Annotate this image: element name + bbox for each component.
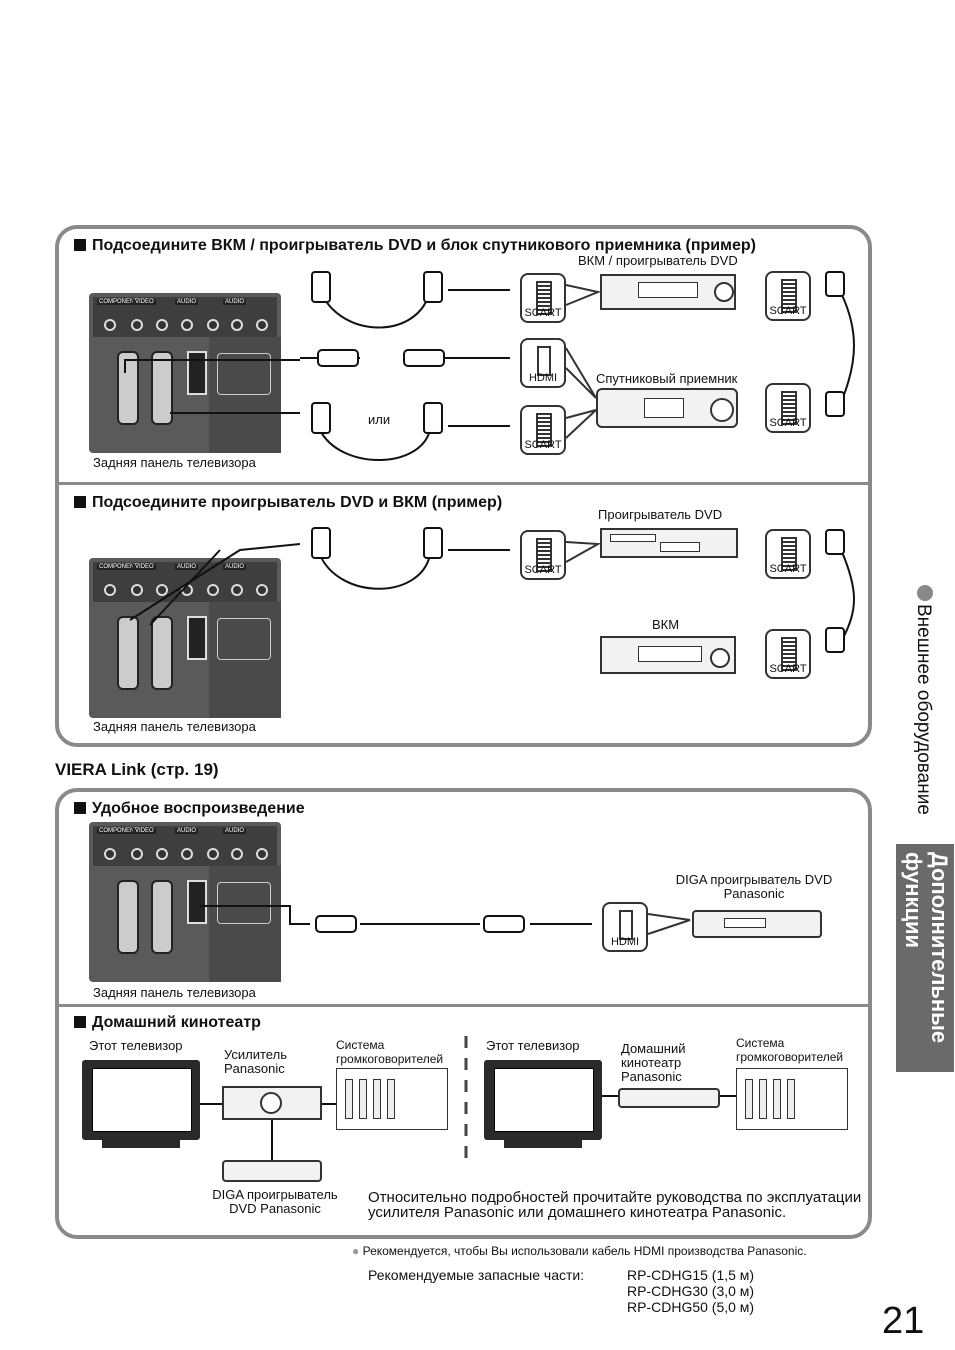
recommend-note: ● Рекомендуется, чтобы Вы использовали к…: [352, 1244, 807, 1258]
scart-zoom-sat: SCART: [765, 383, 811, 433]
section2-heading: Подсоедините проигрыватель DVD и ВКМ (пр…: [74, 494, 502, 512]
jack-y: [104, 319, 116, 331]
diga-dvd-device: [692, 910, 822, 938]
hdmi-zoom-diga: HDMI: [602, 902, 648, 952]
diga-device-bottom: [222, 1160, 322, 1182]
parts-label: Рекомендуемые запасные части:: [368, 1267, 585, 1283]
connection-box-bottom: [55, 788, 872, 1239]
dvd-label: Проигрыватель DVD: [598, 507, 723, 522]
hdmi-port: [187, 351, 207, 395]
home-theater-label: Домашний кинотеатр Panasonic: [621, 1041, 686, 1084]
hdmi-zoom-1: HDMI: [520, 338, 566, 388]
tv-back-label-1: Задняя панель телевизора: [93, 455, 256, 470]
scart-av1: [117, 351, 139, 425]
bullet-icon: ●: [352, 1244, 360, 1258]
tv-back-panel-1: COMPONENT VIDEO AUDIO AUDIO: [89, 293, 281, 453]
scart-zoom-vcr: SCART: [765, 271, 811, 321]
square-bullet-icon: [74, 1016, 86, 1028]
scart-av2: [151, 351, 173, 425]
scart-zoom-1: SCART: [520, 273, 566, 323]
tv-back-panel-3: COMPONENT VIDEO AUDIO AUDIO: [89, 822, 281, 982]
diga-bottom-label: DIGA проигрыватель DVD Panasonic: [212, 1187, 338, 1216]
speakers-label-left: Система громкоговорителей: [336, 1038, 444, 1066]
amp-label: Усилитель Panasonic: [224, 1047, 287, 1076]
satellite-receiver: [596, 388, 738, 428]
jack-pb: [131, 319, 143, 331]
side-tab-label: Дополнительные функции: [901, 852, 952, 1044]
scart-zoom-2: SCART: [520, 405, 566, 455]
parts-list: RP-CDHG15 (1,5 м) RP-CDHG30 (3,0 м) RP-C…: [627, 1267, 755, 1315]
av-hdmi-box: [217, 353, 271, 395]
section4-heading: Домашний кинотеатр: [74, 1014, 261, 1032]
square-bullet-icon: [74, 496, 86, 508]
side-bullet-icon: [917, 585, 933, 601]
jack-r2: [231, 319, 243, 331]
side-tab: Дополнительные функции: [896, 844, 954, 1072]
vcr-device: [600, 636, 736, 674]
speaker-system-left: [336, 1068, 448, 1130]
jack-r: [181, 319, 193, 331]
side-external-label: Внешнее оборудование: [913, 604, 934, 815]
section-divider-2: [57, 1004, 870, 1007]
square-bullet-icon: [74, 802, 86, 814]
page-number: 21: [882, 1300, 925, 1342]
jack-l: [207, 319, 219, 331]
tv-back-label-2: Задняя панель телевизора: [93, 719, 256, 734]
tv-right-label: Этот телевизор: [486, 1038, 580, 1053]
dvd-player-device: [600, 528, 738, 558]
tv-back-label-3: Задняя панель телевизора: [93, 985, 256, 1000]
scart-zoom-3: SCART: [520, 530, 566, 580]
section1-heading: Подсоедините ВКМ / проигрыватель DVD и б…: [74, 237, 756, 255]
jack-l2: [256, 319, 268, 331]
speaker-system-right: [736, 1068, 848, 1130]
home-theater-device: [618, 1088, 720, 1108]
scart-zoom-vcr2: SCART: [765, 629, 811, 679]
satellite-label: Спутниковый приемник: [596, 371, 738, 386]
connection-box-top: [55, 225, 872, 747]
section-divider: [57, 482, 870, 485]
or-label: или: [368, 412, 391, 427]
square-bullet-icon: [74, 239, 86, 251]
vcr-dvd-device: [600, 274, 736, 310]
viera-link-title: VIERA Link (стр. 19): [55, 760, 219, 779]
home-theater-note: Относительно подробностей прочитайте рук…: [368, 1189, 862, 1221]
speakers-label-right: Система громкоговорителей: [736, 1036, 844, 1064]
tv-left-label: Этот телевизор: [89, 1038, 183, 1053]
diga-label: DIGA проигрыватель DVD Panasonic: [675, 872, 833, 901]
vcr-label: ВКМ: [652, 617, 680, 632]
vcr-dvd-label: ВКМ / проигрыватель DVD: [578, 253, 738, 268]
amplifier-device: [222, 1086, 322, 1120]
scart-zoom-dvd: SCART: [765, 529, 811, 579]
section3-heading: Удобное воспроизведение: [74, 800, 305, 818]
jack-pr: [156, 319, 168, 331]
tv-back-panel-2: COMPONENT VIDEO AUDIO AUDIO: [89, 558, 281, 718]
